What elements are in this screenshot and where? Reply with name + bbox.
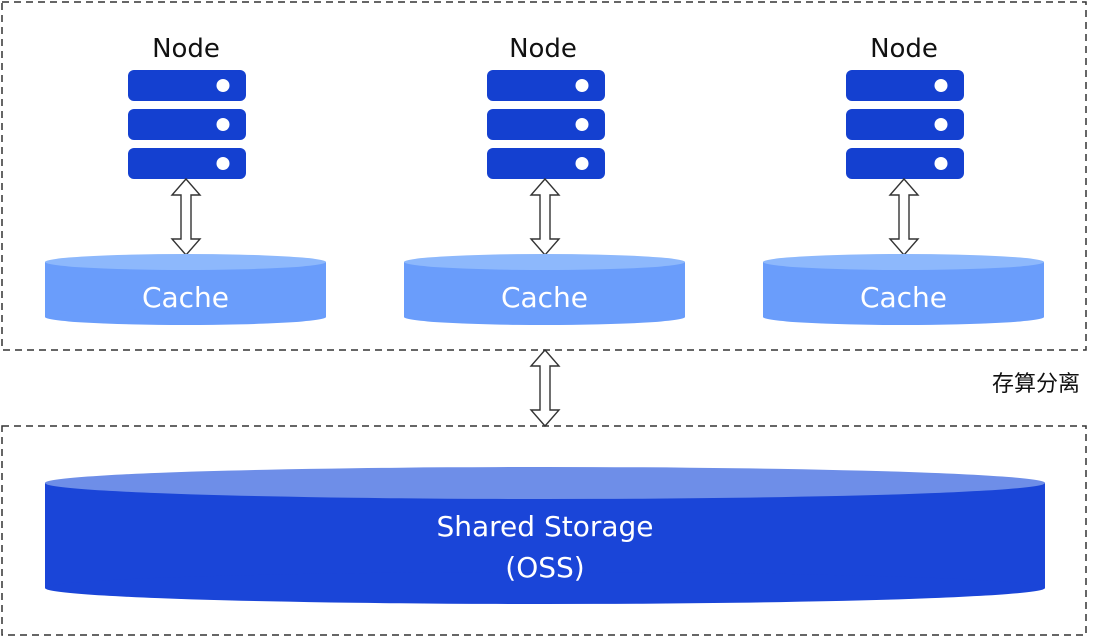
double-arrow-icon — [530, 178, 560, 256]
storage-layer-box — [1, 425, 1087, 636]
node-column-3: Node Cache — [763, 34, 1044, 325]
cache-cylinder: Cache — [404, 254, 685, 325]
cache-label: Cache — [501, 281, 588, 314]
separation-label: 存算分离 — [992, 372, 1080, 397]
node-label: Node — [509, 34, 577, 64]
storage-title: Shared Storage — [436, 510, 653, 543]
double-arrow-icon — [889, 178, 919, 256]
double-arrow-icon — [530, 349, 560, 427]
compute-layer-box — [1, 1, 1087, 351]
server-icon — [487, 70, 605, 179]
cache-label: Cache — [860, 281, 947, 314]
node-column-1: Node Cache — [45, 34, 326, 325]
node-label: Node — [870, 34, 938, 64]
shared-storage-cylinder: Shared Storage (OSS) — [45, 467, 1045, 604]
node-label: Node — [152, 34, 220, 64]
server-icon — [846, 70, 964, 179]
cache-label: Cache — [142, 281, 229, 314]
server-icon — [128, 70, 246, 179]
cache-cylinder: Cache — [763, 254, 1044, 325]
storage-subtitle: (OSS) — [505, 551, 584, 584]
node-column-2: Node Cache — [404, 34, 685, 325]
double-arrow-icon — [171, 178, 201, 256]
cache-cylinder: Cache — [45, 254, 326, 325]
